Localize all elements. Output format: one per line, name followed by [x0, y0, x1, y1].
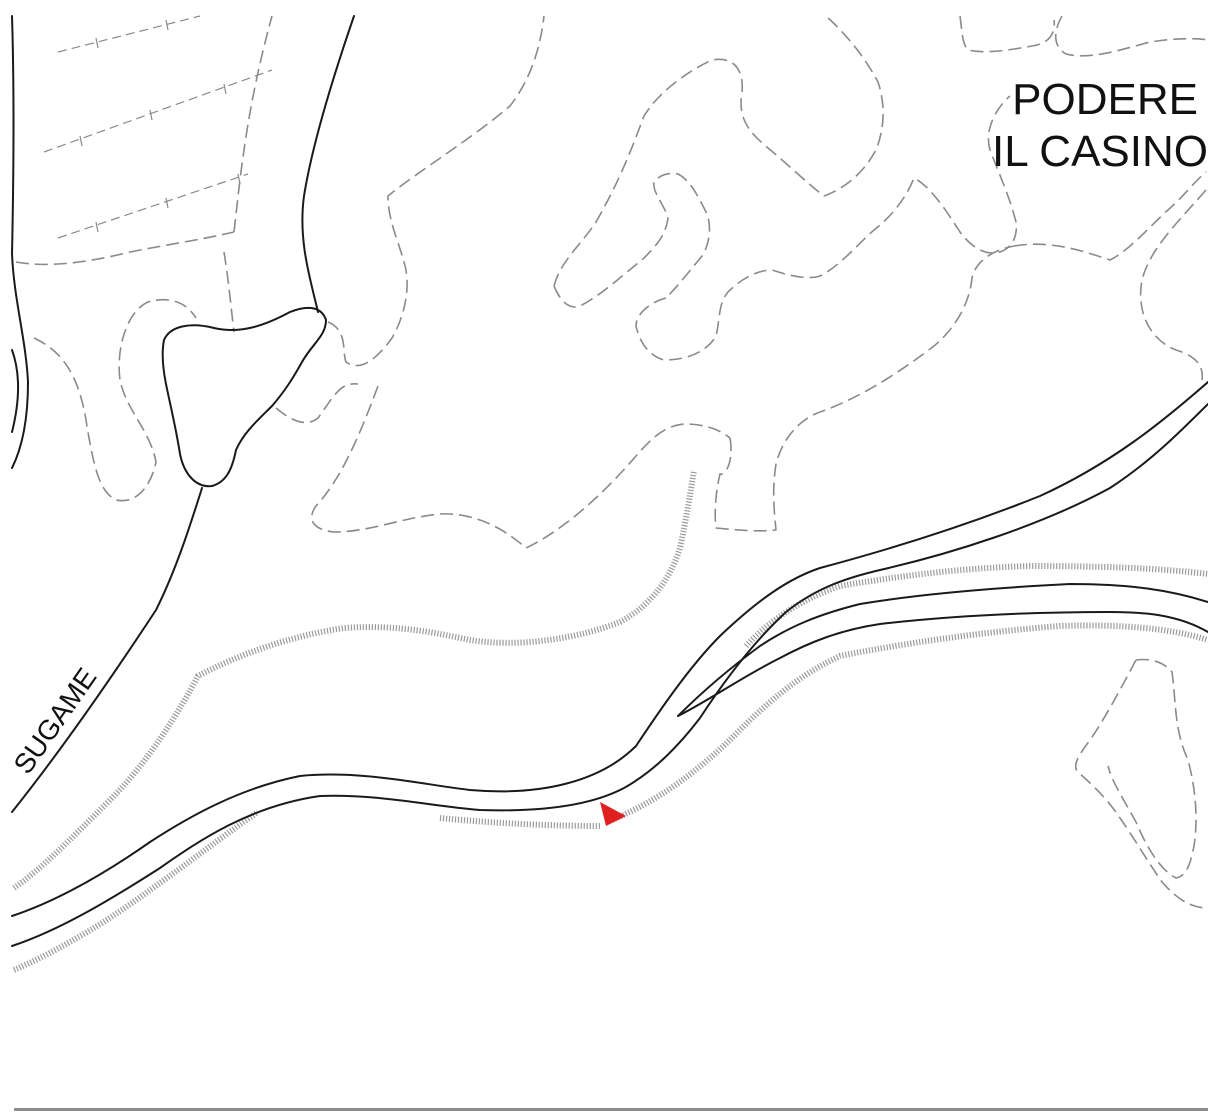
footer-divider [14, 1108, 1208, 1111]
place-label-line1: PODERE [1012, 75, 1198, 124]
pond-outline [161, 306, 327, 488]
parcel-boundaries [15, 15, 1208, 909]
road-name-label: SUGAME [8, 662, 103, 779]
vineyard-rows [43, 15, 273, 239]
roads [11, 15, 1208, 947]
red-triangle-marker-icon[interactable] [600, 802, 626, 826]
place-label-line2: IL CASINO [992, 127, 1208, 176]
ditches [12, 469, 1208, 973]
